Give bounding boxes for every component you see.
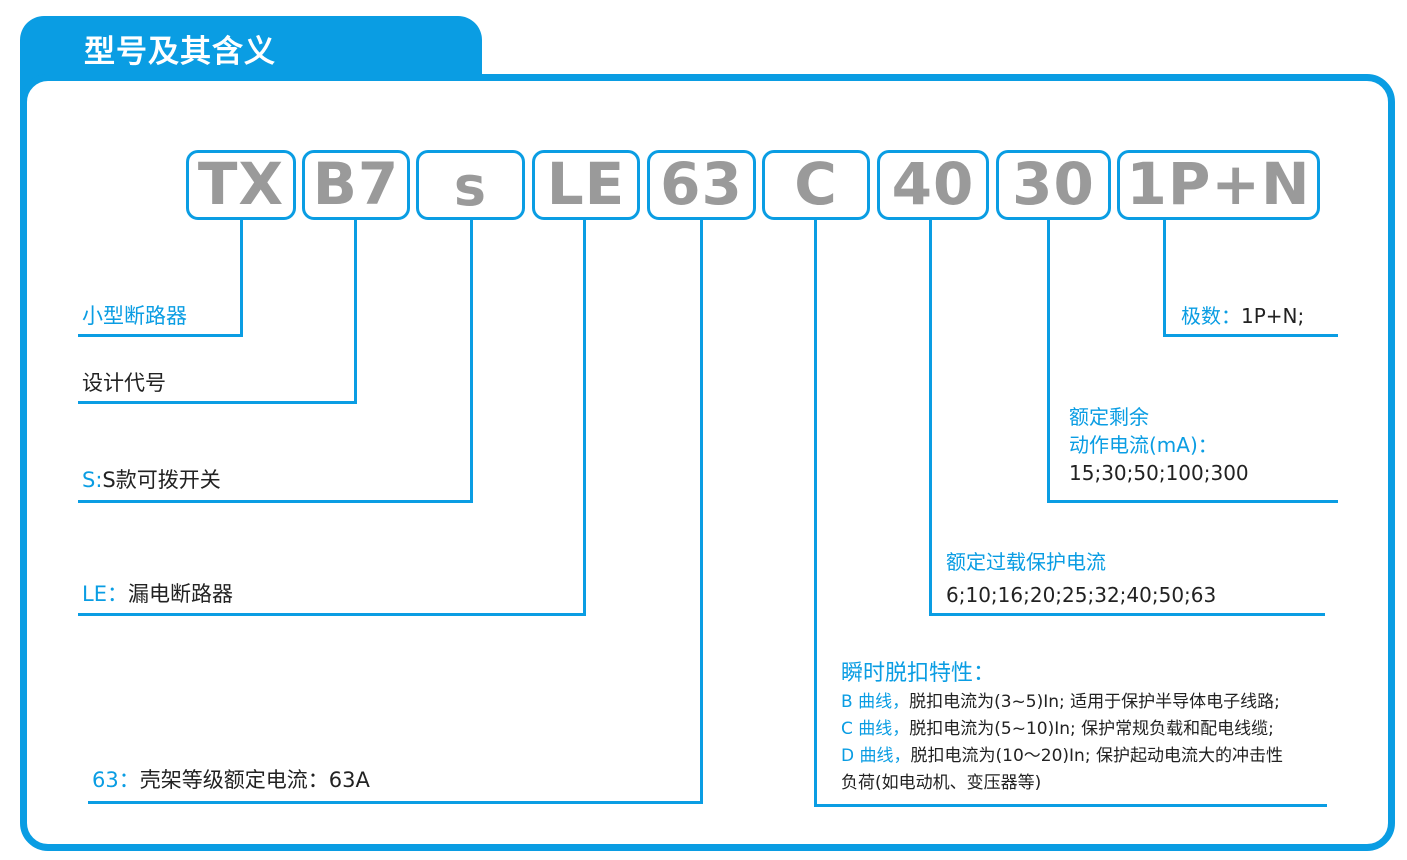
label-poles-text: 1P+N; — [1241, 304, 1305, 328]
connector-63-vertical — [700, 220, 703, 804]
connector-b7-vertical — [354, 220, 357, 404]
label-trip-d-prefix: D 曲线， — [841, 746, 911, 766]
label-overload: 额定过载保护电流 6;10;16;20;25;32;40;50;63 — [946, 546, 1216, 612]
label-poles-prefix: 极数： — [1181, 304, 1241, 328]
label-switch-prefix: S: — [82, 468, 103, 492]
label-trip-d-text: 脱扣电流为(10～20)In; 保护起动电流大的冲击性 — [910, 746, 1283, 766]
connector-c-vertical — [814, 220, 817, 807]
label-switch-text: S款可拨开关 — [102, 468, 221, 492]
connector-40-horizontal — [929, 613, 1325, 616]
label-frame-current-prefix: 63： — [92, 768, 140, 792]
label-residual-title-2: 动作电流(mA)： — [1069, 433, 1218, 457]
label-residual: 额定剩余 动作电流(mA)： 15;30;50;100;300 — [1069, 403, 1249, 487]
label-trip-characteristic: 瞬时脱扣特性： B 曲线，脱扣电流为(3~5)In; 适用于保护半导体电子线路;… — [841, 659, 1283, 797]
label-design-code: 设计代号 — [82, 371, 166, 395]
label-trip-c: C 曲线，脱扣电流为(5~10)In; 保护常规负载和配电线缆; — [841, 716, 1283, 743]
label-trip-b-prefix: B 曲线， — [841, 692, 910, 712]
code-box-poles: 1P+N — [1117, 150, 1320, 220]
connector-40-vertical — [929, 220, 932, 616]
label-frame-current: 63：壳架等级额定电流：63A — [92, 764, 370, 794]
label-mcb: 小型断路器 — [82, 304, 187, 328]
label-overload-title: 额定过载保护电流 — [946, 550, 1106, 574]
connector-tx-vertical — [240, 220, 243, 337]
label-frame-current-text: 壳架等级额定电流：63A — [139, 768, 370, 792]
connector-poles-horizontal — [1163, 334, 1338, 337]
code-box-b7: B7 — [302, 150, 410, 220]
code-box-c: C — [762, 150, 870, 220]
code-box-63: 63 — [647, 150, 756, 220]
connector-30-horizontal — [1047, 500, 1338, 503]
connector-63-horizontal — [88, 801, 703, 804]
label-poles: 极数：1P+N; — [1181, 300, 1304, 329]
label-trip-c-prefix: C 曲线， — [841, 719, 910, 739]
label-trip-b: B 曲线，脱扣电流为(3~5)In; 适用于保护半导体电子线路; — [841, 689, 1283, 716]
connector-le-vertical — [583, 220, 586, 616]
code-box-40: 40 — [877, 150, 989, 220]
code-box-s: s — [416, 150, 525, 220]
label-trip-title: 瞬时脱扣特性： — [841, 661, 996, 686]
label-rcbo-prefix: LE： — [82, 582, 128, 606]
connector-s-vertical — [470, 220, 473, 503]
connector-30-vertical — [1047, 220, 1050, 503]
connector-tx-horizontal — [78, 334, 243, 337]
label-rcbo: LE：漏电断路器 — [82, 578, 233, 608]
connector-c-horizontal — [814, 804, 1327, 807]
connector-b7-horizontal — [78, 401, 357, 404]
label-trip-b-text: 脱扣电流为(3~5)In; 适用于保护半导体电子线路; — [909, 692, 1280, 712]
label-trip-c-text: 脱扣电流为(5~10)In; 保护常规负载和配电线缆; — [909, 719, 1274, 739]
page-title: 型号及其含义 — [84, 34, 276, 70]
code-box-30: 30 — [996, 150, 1111, 220]
label-overload-values: 6;10;16;20;25;32;40;50;63 — [946, 583, 1217, 607]
label-trip-d: D 曲线，脱扣电流为(10～20)In; 保护起动电流大的冲击性 — [841, 743, 1283, 770]
label-residual-values: 15;30;50;100;300 — [1069, 461, 1249, 485]
label-switch: S:S款可拨开关 — [82, 464, 221, 494]
code-box-le: LE — [532, 150, 640, 220]
connector-poles-vertical — [1163, 220, 1166, 337]
connector-s-horizontal — [78, 500, 473, 503]
label-rcbo-text: 漏电断路器 — [127, 582, 233, 606]
connector-le-horizontal — [78, 613, 586, 616]
code-box-tx: TX — [186, 150, 296, 220]
label-trip-d-2: 负荷(如电动机、变压器等) — [841, 773, 1042, 793]
label-residual-title-1: 额定剩余 — [1069, 405, 1149, 429]
